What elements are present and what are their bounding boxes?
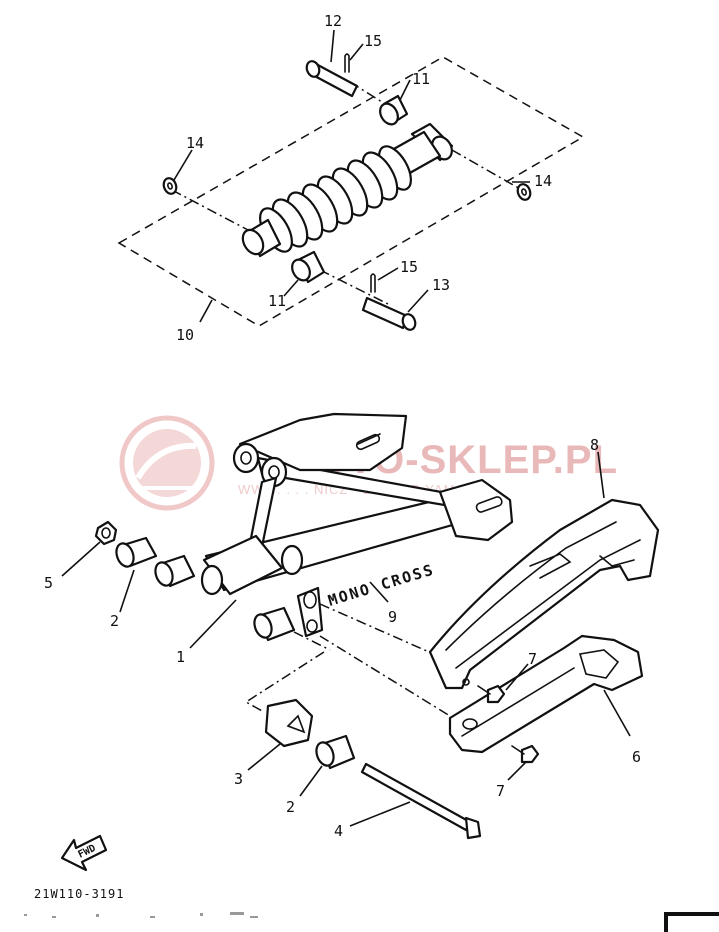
pivot-shaft: [360, 762, 482, 840]
callout-2-upper: 2: [110, 612, 119, 630]
callout-15-upper: 15: [364, 32, 382, 50]
chain-guide-bolt-lower: [511, 744, 540, 764]
upper-bushing: [379, 94, 409, 126]
callout-8: 8: [590, 436, 599, 454]
callout-7-lower: 7: [496, 782, 505, 800]
callout-14-left: 14: [186, 134, 204, 152]
callout-14-right: 14: [534, 172, 552, 190]
pivot-spacer-block: [264, 698, 314, 748]
forward-direction-arrow: FWD: [60, 834, 108, 872]
callout-11-lower: 11: [268, 292, 286, 310]
shock-absorber: [241, 122, 454, 258]
callout-4: 4: [334, 822, 343, 840]
cotter-pin-lower: [370, 273, 376, 293]
scan-artifacts: [24, 912, 258, 918]
chain-case: [428, 498, 660, 690]
washer-right: [516, 183, 532, 201]
shock-assembly-dashed-box: [117, 56, 585, 327]
diagram-reference-code: 21W110-3191: [34, 887, 124, 901]
callout-12: 12: [324, 12, 342, 30]
callout-5: 5: [44, 574, 53, 592]
callout-6: 6: [632, 748, 641, 766]
shock-spring: [259, 145, 412, 253]
pivot-collar-left: [154, 554, 196, 588]
callout-3: 3: [234, 770, 243, 788]
pivot-bushing-right: [253, 606, 296, 642]
lower-bushing: [291, 250, 326, 284]
pivot-bushing-left-upper: [115, 536, 158, 568]
chain-case-bolt-upper: [477, 684, 506, 704]
washer-left: [162, 177, 178, 195]
watermark-logo: [119, 415, 215, 511]
callout-9: 9: [388, 608, 397, 626]
callout-13: 13: [432, 276, 450, 294]
chain-guide: [448, 634, 644, 754]
callout-7-upper: 7: [528, 650, 537, 668]
leader-lines: [61, 29, 631, 827]
cotter-pin-upper: [344, 53, 350, 73]
callout-10: 10: [176, 326, 194, 344]
swingarm: MONO CROSS: [200, 412, 514, 638]
upper-mount-pin: [305, 60, 359, 98]
corner-frame-fragment: [664, 912, 719, 932]
callout-labels: 12 15 11 14 14 10 11 15 13 5 2 1 9 8 6 7…: [44, 12, 641, 840]
lower-mount-pin: [361, 296, 417, 331]
callout-15-lower: 15: [400, 258, 418, 276]
callout-11-upper: 11: [412, 70, 430, 88]
callout-2-lower: 2: [286, 798, 295, 816]
swingarm-stamp: MONO CROSS: [326, 560, 437, 609]
pivot-bushing-lower: [315, 734, 356, 770]
pivot-nut: [94, 520, 118, 546]
pivot-centerlines: [244, 603, 471, 717]
callout-1: 1: [176, 648, 185, 666]
